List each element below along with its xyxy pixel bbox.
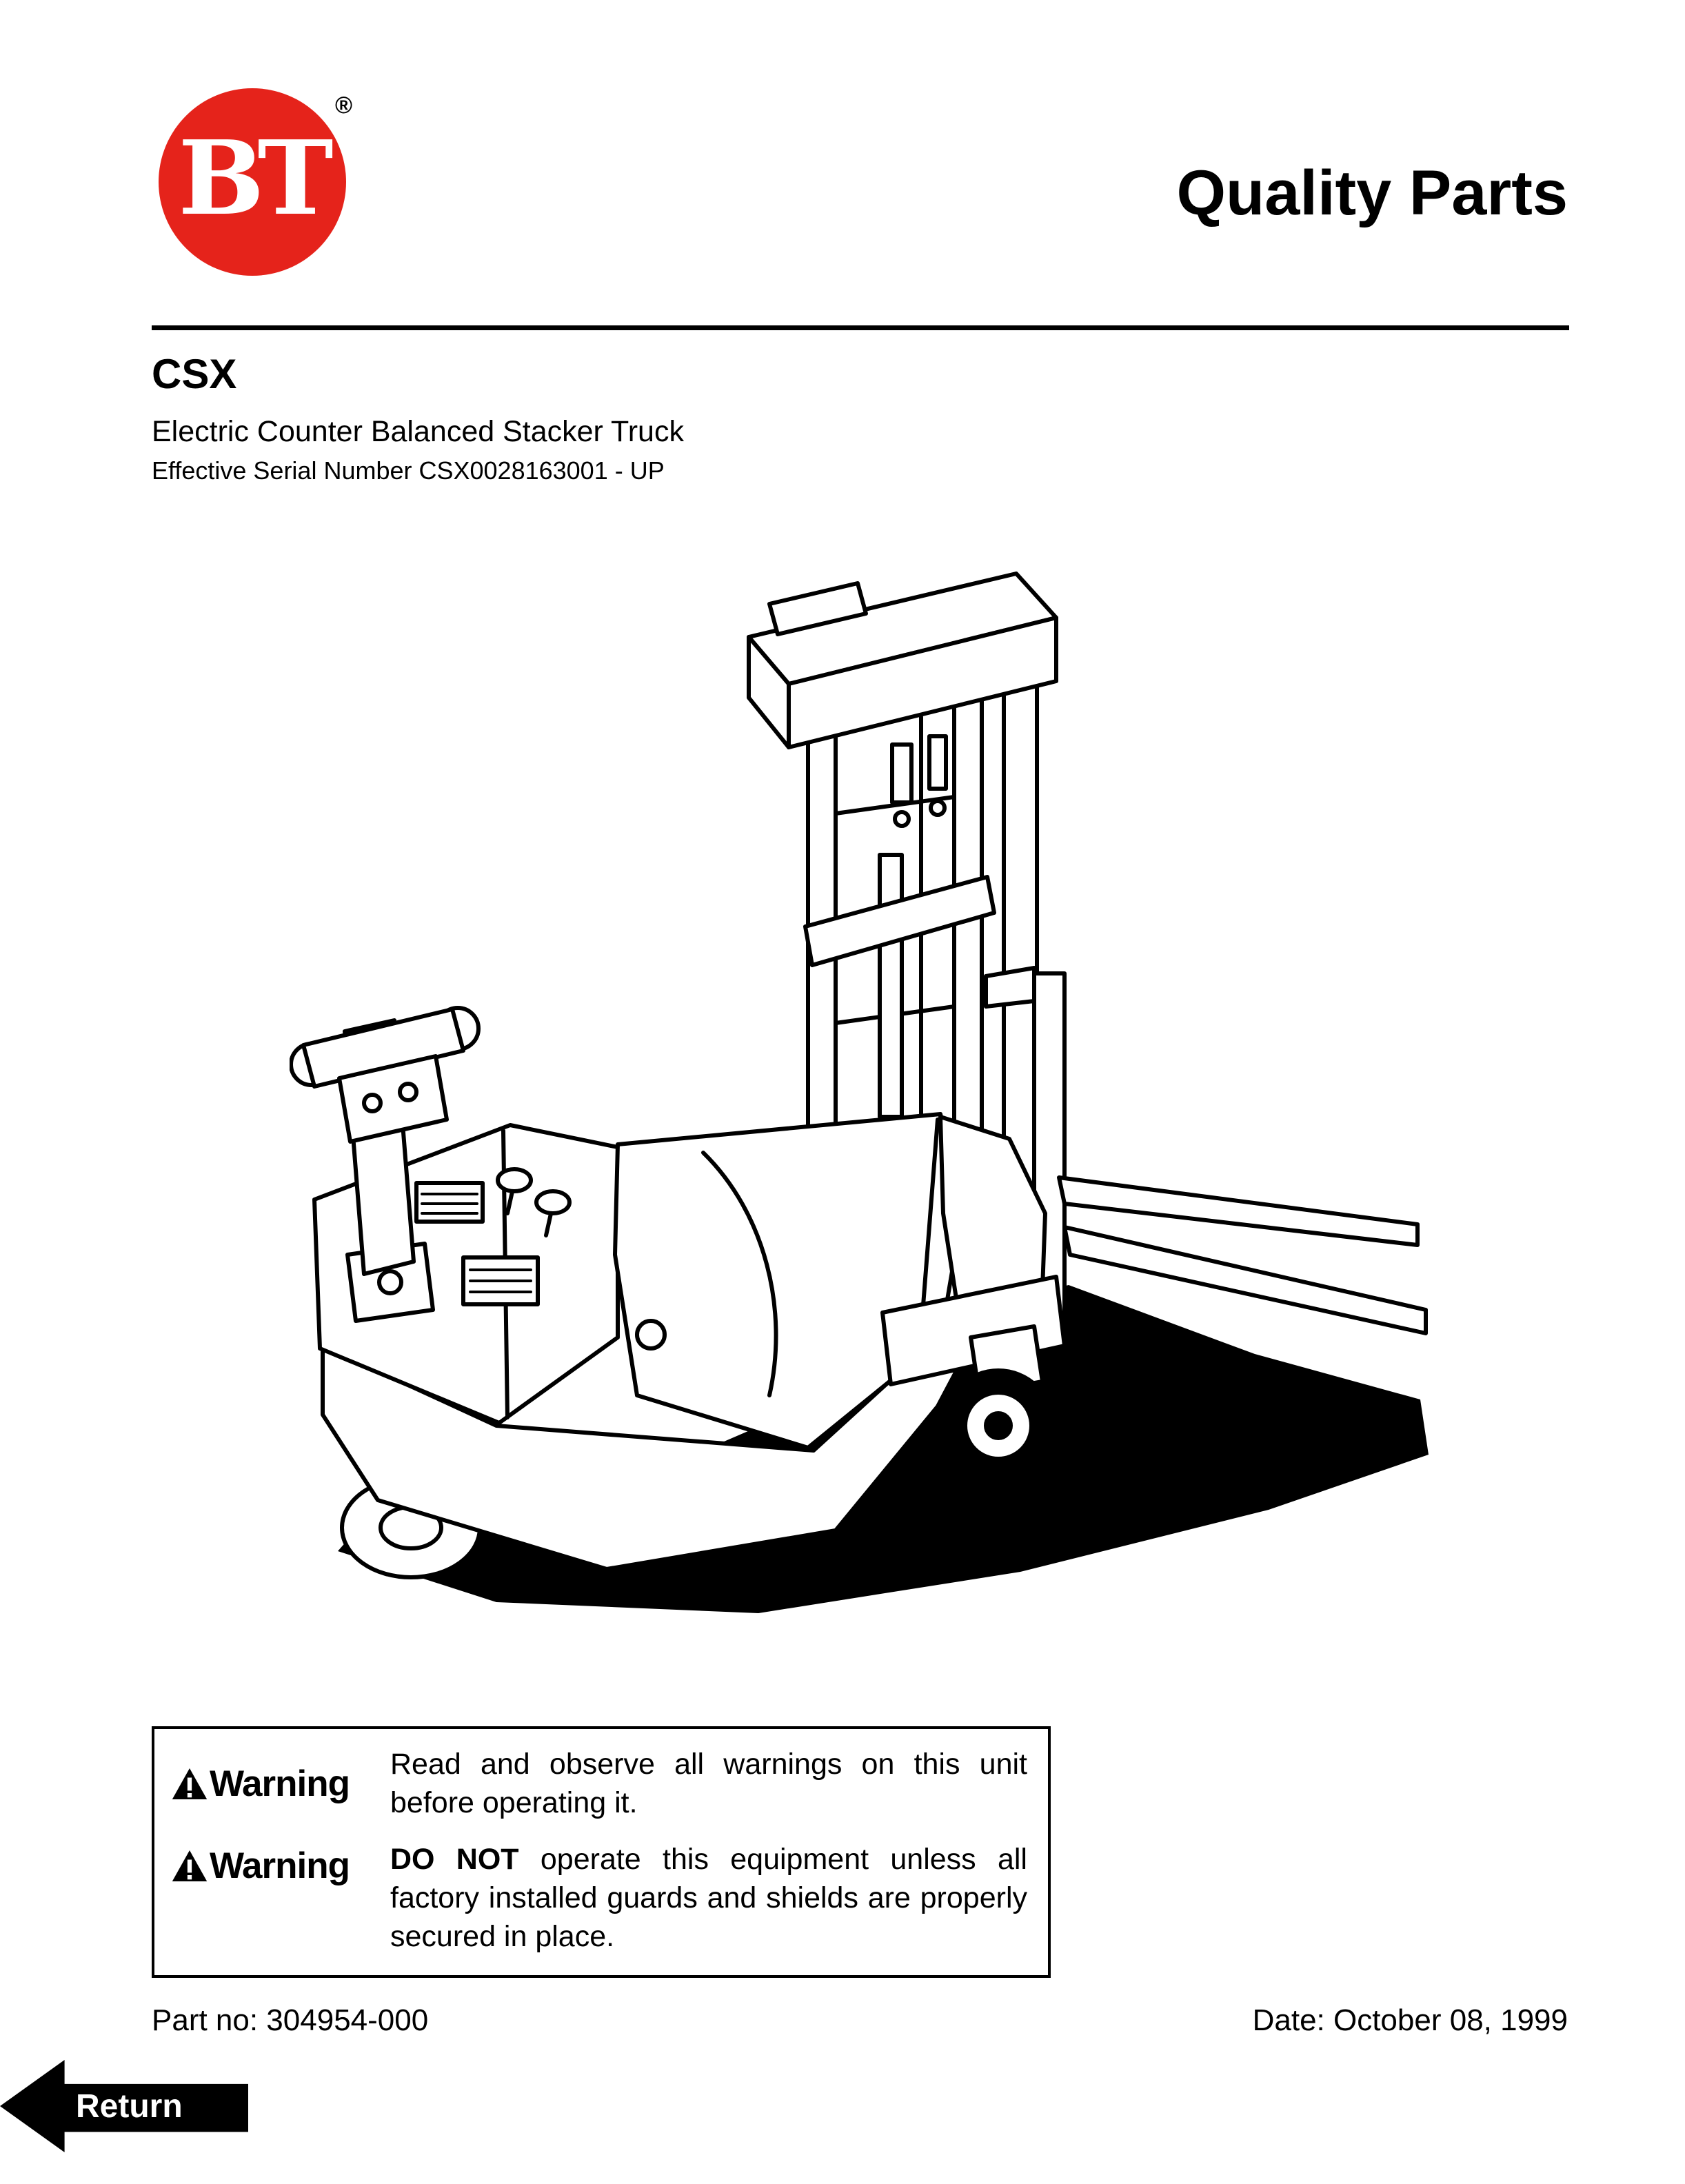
product-model: CSX [152,351,237,397]
date: Date: October 08, 1999 [1252,2003,1568,2037]
warning-row-1: Warning Read and observe all warnings on… [171,1746,1027,1823]
caster-wheel [941,1324,1056,1483]
warning-triangle-icon [172,1850,208,1881]
carriage-bar [803,875,996,967]
return-label: Return [76,2087,183,2125]
page-title: Quality Parts [1176,158,1568,228]
warning-row-2: Warning DO NOT operate this equipment un… [171,1841,1027,1957]
forks [1057,1175,1428,1335]
warning-label: Warning [210,1763,350,1805]
warning-triangle-icon [172,1768,208,1800]
warning-text-2-bold: DO NOT [390,1842,519,1876]
mast-bracket [984,966,1036,1009]
product-description: Electric Counter Balanced Stacker Truck [152,415,684,448]
warning-text-2: DO NOT operate this equipment unless all… [390,1841,1027,1957]
product-serial-number: Effective Serial Number CSX0028163001 - … [152,456,665,485]
return-button[interactable]: Return [0,2060,248,2152]
warning-text-2-body: operate this equipment unless all factor… [390,1842,1027,1953]
bt-logo: BT [159,88,346,276]
header-rule [152,325,1569,330]
part-number: Part no: 304954-000 [152,2003,429,2037]
stacker-truck-drawing [289,572,1429,1613]
warning-text-1-body: Read and observe all warnings on this un… [390,1748,1027,1819]
truck-body [312,1112,1067,1579]
warning-label-group: Warning [171,1746,386,1823]
warning-label-group: Warning [171,1845,386,1887]
warning-label: Warning [210,1845,350,1886]
bt-logo-text: BT [178,118,333,238]
registered-mark-icon: ® [335,92,353,119]
footer: Part no: 304954-000 Date: October 08, 19… [152,2003,1568,2038]
warning-text-1: Read and observe all warnings on this un… [390,1746,1027,1823]
warning-box: Warning Read and observe all warnings on… [152,1726,1051,1979]
stacker-truck-illustration [289,565,1434,1655]
mast-head [747,572,1058,828]
tiller-handle [289,1006,481,1323]
